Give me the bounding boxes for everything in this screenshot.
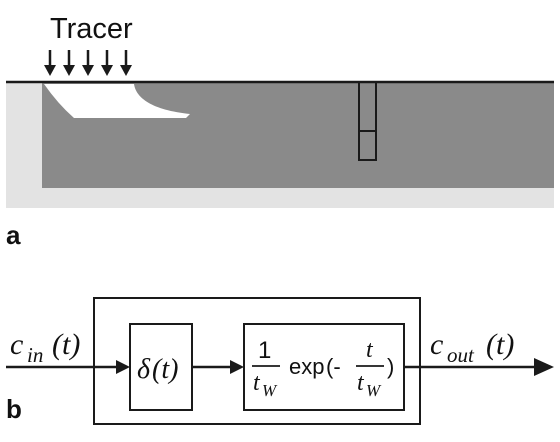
tracer-plume	[44, 84, 190, 118]
svg-text:(-: (-	[326, 354, 341, 379]
svg-text:t: t	[253, 370, 261, 396]
tracer-arrow-head	[120, 65, 132, 76]
svg-text:): )	[387, 354, 394, 379]
svg-text:W: W	[262, 381, 278, 400]
input-label: c in (t)	[10, 328, 80, 367]
svg-text:t: t	[366, 337, 374, 363]
svg-text:1: 1	[258, 337, 271, 364]
svg-text:exp: exp	[289, 354, 324, 379]
panel-a-label: a	[6, 220, 21, 250]
exp-block-label: 1 t W exp (- t t W )	[252, 337, 394, 400]
sampling-window-lower	[358, 130, 377, 161]
tracer-arrow-head	[101, 65, 113, 76]
input-arrowhead	[116, 360, 130, 374]
tracer-label: Tracer	[50, 13, 133, 45]
svg-text:in: in	[27, 343, 43, 367]
svg-text:(t): (t)	[152, 354, 178, 385]
svg-text:t: t	[357, 370, 365, 396]
svg-text:(t): (t)	[486, 328, 514, 361]
panel-b: c in (t) c out (t) δ (t) 1 t W exp (- t …	[6, 297, 554, 425]
output-arrowhead	[534, 358, 554, 376]
system-outer-box	[93, 297, 421, 425]
svg-text:(t): (t)	[52, 328, 80, 361]
tracer-arrow-head	[44, 65, 56, 76]
panel-b-label: b	[6, 394, 22, 424]
svg-text:δ: δ	[137, 354, 151, 385]
mid-arrowhead	[230, 360, 244, 374]
delta-block-label: δ (t)	[137, 354, 178, 385]
svg-text:c: c	[430, 328, 443, 361]
tracer-arrow-head	[63, 65, 75, 76]
tracer-arrows	[44, 50, 132, 76]
svg-text:W: W	[366, 381, 382, 400]
svg-text:out: out	[447, 343, 475, 367]
output-label: c out (t)	[430, 328, 514, 367]
svg-text:c: c	[10, 328, 23, 361]
tracer-arrow-head	[82, 65, 94, 76]
panel-a: Tracer a	[6, 13, 554, 250]
